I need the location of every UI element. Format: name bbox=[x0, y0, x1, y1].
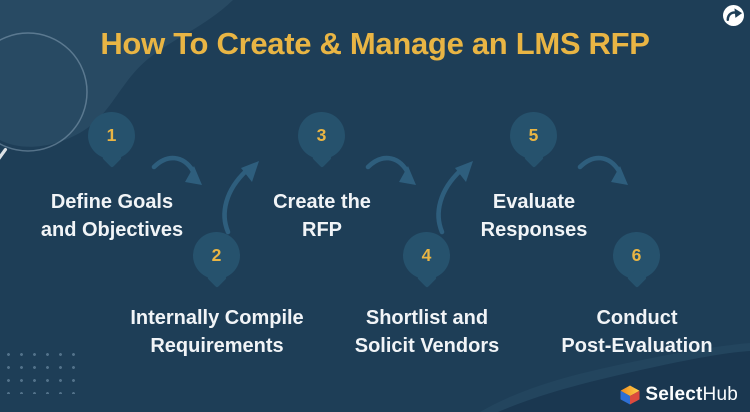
step-5-pin: 5 bbox=[510, 112, 557, 159]
dot-grid-decoration bbox=[2, 348, 78, 394]
step-1-pin: 1 bbox=[88, 112, 135, 159]
step-4-label-line1: Shortlist and bbox=[365, 307, 489, 329]
step-2-pin: 2 bbox=[193, 232, 240, 279]
step-4-pin: 4 bbox=[403, 232, 450, 279]
step-6-label-line2: Post-Evaluation bbox=[561, 334, 713, 357]
share-arrow-icon bbox=[726, 7, 743, 21]
step-1-label-line1: Define Goals bbox=[50, 191, 174, 213]
step-2-label: Internally Compile Requirements bbox=[112, 305, 322, 360]
selecthub-cube-icon bbox=[620, 385, 640, 405]
step-3-label-line1: Create the bbox=[273, 191, 371, 213]
logo-text-hub: Hub bbox=[702, 384, 738, 405]
share-button[interactable] bbox=[723, 5, 744, 26]
step-6-number: 6 bbox=[631, 245, 642, 265]
step-2-label-line1: Internally Compile bbox=[130, 307, 304, 329]
step-2-label-line2: Requirements bbox=[150, 334, 284, 357]
step-1-label-line2: and Objectives bbox=[40, 218, 184, 241]
step-1-label: Define Goals and Objectives bbox=[7, 189, 217, 244]
step-6-label: Conduct Post-Evaluation bbox=[532, 305, 742, 360]
page-title: How To Create & Manage an LMS RFP bbox=[100, 26, 650, 61]
step-5-label-line1: Evaluate bbox=[492, 191, 576, 213]
step-3-label: Create the RFP bbox=[217, 189, 427, 244]
selecthub-logo: SelectHub bbox=[620, 384, 738, 406]
step-6-pin: 6 bbox=[613, 232, 660, 279]
step-1-number: 1 bbox=[106, 125, 117, 145]
step-5-label-line2: Responses bbox=[480, 218, 588, 241]
selecthub-logo-text: SelectHub bbox=[645, 384, 738, 406]
step-3-pin: 3 bbox=[298, 112, 345, 159]
step-3-label-line2: RFP bbox=[302, 218, 342, 241]
step-6-label-line1: Conduct bbox=[596, 307, 678, 329]
step-5-label: Evaluate Responses bbox=[429, 189, 639, 244]
step-4-label-line2: Solicit Vendors bbox=[354, 334, 500, 357]
step-5-number: 5 bbox=[528, 125, 539, 145]
step-2-number: 2 bbox=[211, 245, 222, 265]
step-3-number: 3 bbox=[316, 125, 327, 145]
step-4-number: 4 bbox=[421, 245, 432, 265]
logo-text-select: Select bbox=[645, 384, 703, 405]
step-4-label: Shortlist and Solicit Vendors bbox=[322, 305, 532, 360]
